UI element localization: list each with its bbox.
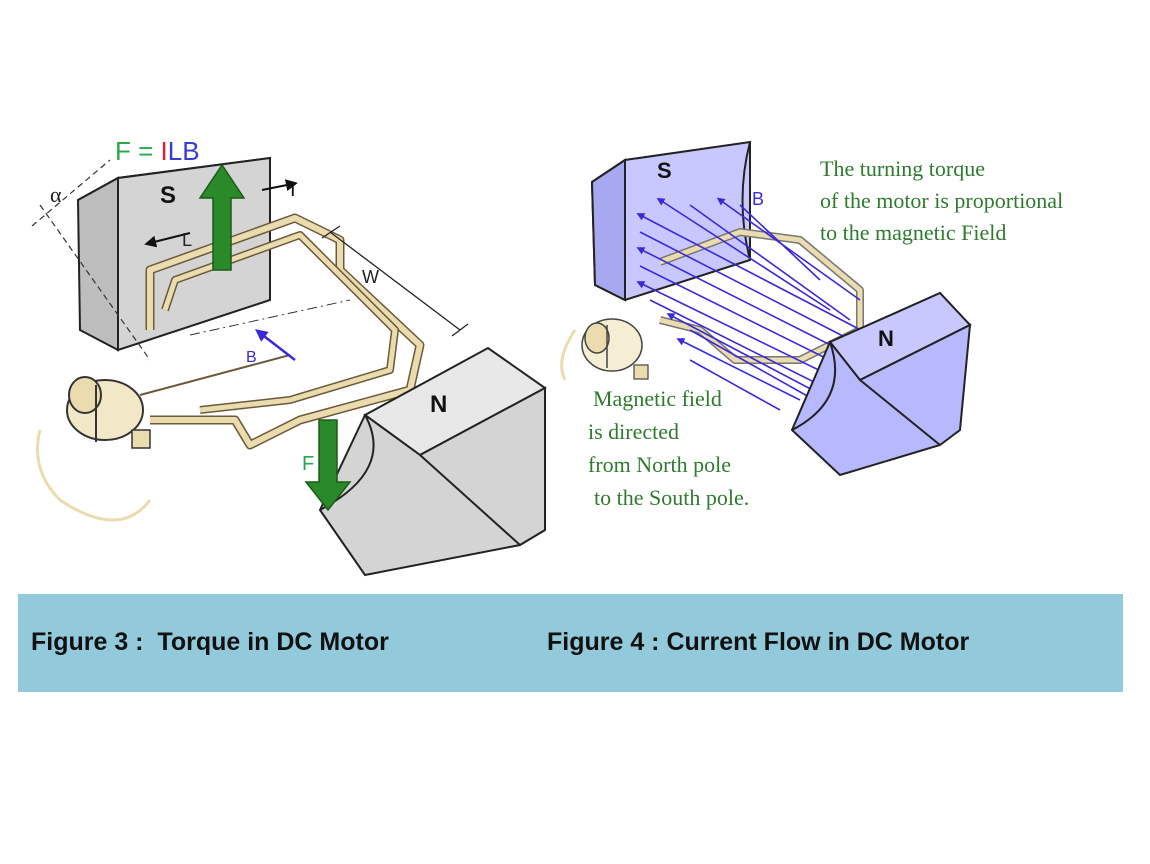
figure3-b-label: B [246,349,257,366]
figure-diagrams: S α W [31,136,1063,577]
figure3-commutator [36,354,291,522]
figure4-n-pole [790,291,972,477]
figure3-l-label: L [182,230,192,250]
figure3-w-dimension [189,225,469,337]
figure4-caption: Figure 4 : Current Flow in DC Motor [547,628,970,656]
figure4-field-note-line4: to the South pole. [594,485,749,510]
figure4-current-flow-diagram: S B [560,140,1063,510]
svg-text:F = ILB: F = ILB [115,136,200,166]
figure3-b-arrow [255,329,296,361]
figure3-alpha-label: α [50,182,62,207]
figure3-torque-diagram: S α W [31,136,547,577]
figure4-torque-note-line2: of the motor is proportional [820,188,1063,213]
figure3-i-arrow [261,179,298,192]
figure3-formula: F = ILB [115,136,200,166]
figure3-f-bottom-label: F [302,453,314,475]
figure3-coil [145,213,425,450]
figure3-n-pole [318,346,547,577]
figure4-torque-note-line1: The turning torque [820,156,985,181]
figure4-field-note: Magnetic field is directed from North po… [588,386,749,510]
figure4-commutator [560,318,649,381]
figure3-force-up-arrow [198,163,246,271]
figure3-l-arrow [144,232,191,248]
figure3-w-label: W [362,267,379,287]
figure4-field-note-line3: from North pole [588,452,731,477]
figure3-alpha-angle [31,159,151,361]
figure4-n-label: N [878,326,894,351]
figure3-force-down-arrow [304,419,352,512]
figure3-i-label: I [290,179,296,201]
figure4-field-note-line2: is directed [588,419,679,444]
figure4-b-label: B [752,189,764,209]
caption-band: Figure 3 : Torque in DC Motor Figure 4 :… [18,594,1123,692]
figure4-torque-note: The turning torque of the motor is propo… [820,156,1063,245]
figure4-s-label: S [657,158,672,183]
figure4-torque-note-line3: to the magnetic Field [820,220,1006,245]
figure3-caption: Figure 3 : Torque in DC Motor [31,628,389,656]
figure4-s-pole [590,140,751,302]
figure4-field-note-line1: Magnetic field [593,386,722,411]
figure3-s-label: S [160,182,176,209]
figure3-n-label: N [430,391,447,418]
